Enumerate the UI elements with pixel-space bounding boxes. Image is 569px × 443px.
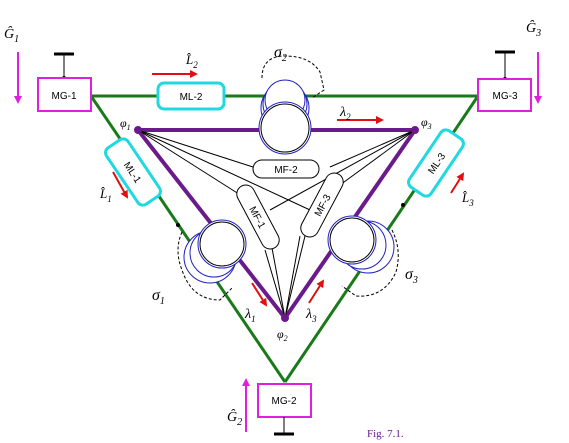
- mg3-label: MG-3: [493, 91, 518, 102]
- g1-symbol: Ĝ1: [4, 25, 19, 45]
- generator-mg1[interactable]: MG-1: [37, 52, 92, 112]
- mg1-label: MG-1: [52, 91, 77, 102]
- node-phi2-dot: [281, 314, 289, 322]
- flow-arrow-lambda1: [251, 282, 268, 307]
- phi1-label: φ1: [120, 116, 131, 132]
- sigma1-symbol: σ1: [152, 287, 165, 307]
- phi3-label: φ3: [421, 115, 432, 131]
- load-arrow-l1: [112, 171, 128, 199]
- flux-link-mf1[interactable]: MF-1: [234, 182, 283, 252]
- transformer-sigma3: [327, 215, 399, 297]
- ml2-label: ML-2: [180, 92, 203, 103]
- phi2-label: φ2: [277, 327, 288, 343]
- motor-load-ml2[interactable]: ML-2: [156, 81, 226, 111]
- transformer-sigma1: [177, 219, 247, 301]
- g2-symbol: Ĝ2: [227, 408, 242, 428]
- node-phi3-dot: [411, 126, 419, 134]
- l3-symbol: L̂3: [461, 190, 474, 208]
- flux-link-mf2[interactable]: MF-2: [252, 159, 320, 179]
- flux-link-mf3[interactable]: MF-3: [298, 170, 347, 240]
- flow-arrow-lambda3: [308, 279, 325, 304]
- l2-symbol: L̂2: [185, 52, 198, 70]
- mf2-label: MF-2: [274, 165, 298, 176]
- motor-load-ml1[interactable]: ML-1: [103, 137, 163, 208]
- lambda3-label: λ3: [305, 307, 317, 324]
- sigma2-symbol: σ2: [274, 44, 287, 64]
- junction-dot: [401, 203, 405, 207]
- junction-dot: [176, 223, 180, 227]
- internal-links: [137, 129, 416, 319]
- generator-mg3[interactable]: MG-3: [477, 50, 532, 112]
- mg2-label: MG-2: [272, 396, 297, 407]
- l1-symbol: L̂1: [99, 186, 112, 204]
- g3-symbol: Ĝ3: [526, 19, 541, 39]
- node-phi1-dot: [134, 126, 142, 134]
- figure-caption: Fig. 7.1.: [367, 428, 404, 440]
- lambda2-label: λ2: [339, 105, 351, 122]
- sigma3-symbol: σ3: [405, 266, 418, 286]
- generator-mg2[interactable]: MG-2: [257, 383, 312, 436]
- transformer-sigma2: [258, 55, 325, 155]
- load-arrow-l3: [450, 172, 465, 194]
- lambda1-label: λ1: [244, 307, 256, 324]
- motor-load-ml3[interactable]: ML-3: [406, 128, 466, 199]
